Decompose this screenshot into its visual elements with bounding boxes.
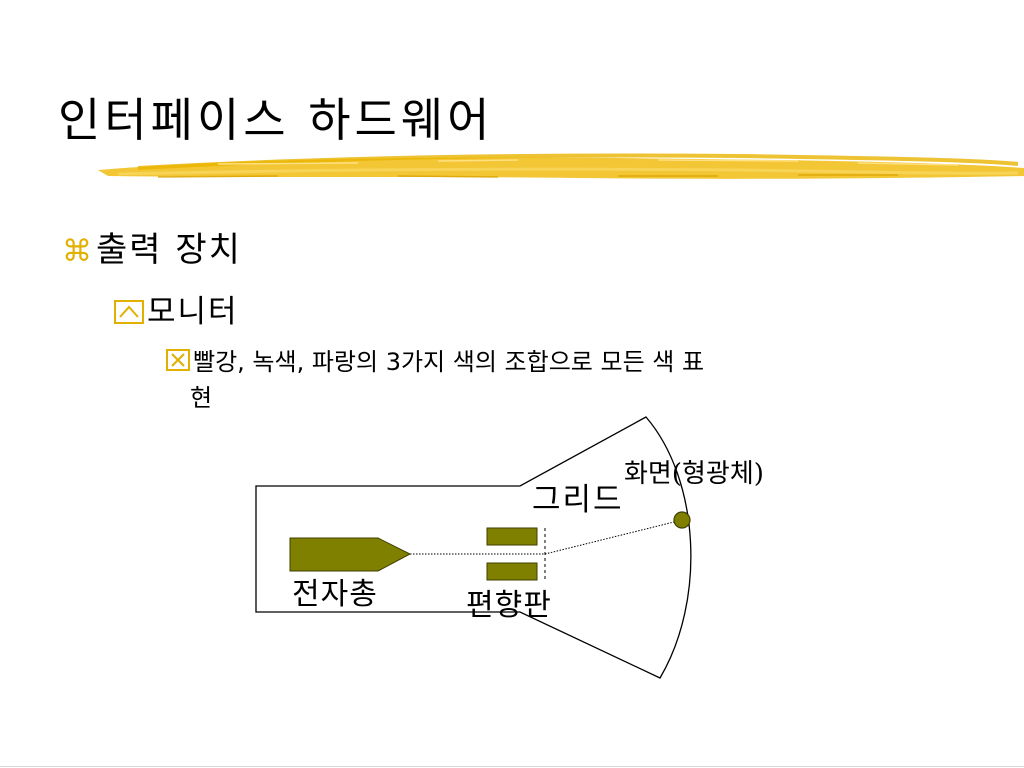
label-screen-phosphor: 화면(형광체)	[624, 459, 764, 489]
checkbox-chevron-icon	[114, 300, 144, 324]
deflection-plate-top	[486, 527, 538, 546]
bullet-rgb-description: 빨강, 녹색, 파랑의 3가지 색의 조합으로 모든 색 표 현	[166, 344, 966, 416]
bullet-text: 출력 장치	[96, 230, 242, 270]
checkbox-x-icon	[166, 349, 190, 371]
bullet-monitor: 모니터	[114, 286, 239, 331]
crt-tube-outline	[255, 416, 692, 679]
slide-title: 인터페이스 하드웨어	[58, 93, 494, 147]
title-underline-brush	[98, 153, 1024, 179]
label-deflection-plate: 편향판	[466, 588, 552, 623]
electron-beam-deflected	[544, 519, 683, 555]
label-electron-gun: 전자총	[292, 577, 378, 612]
deflection-plate-bottom	[486, 562, 538, 581]
bullet-text-line2: 현	[190, 384, 213, 412]
electron-gun-shape	[289, 537, 412, 572]
phosphor-dot	[673, 511, 691, 529]
slide-bottom-divider	[0, 766, 1024, 767]
bullet-text: 모니터	[147, 294, 239, 330]
label-grid: 그리드	[532, 482, 624, 518]
command-key-icon: ⌘	[62, 234, 94, 269]
bullet-output-devices: ⌘출력 장치	[62, 222, 242, 271]
bullet-text-line1: 빨강, 녹색, 파랑의 3가지 색의 조합으로 모든 색 표	[193, 348, 705, 376]
